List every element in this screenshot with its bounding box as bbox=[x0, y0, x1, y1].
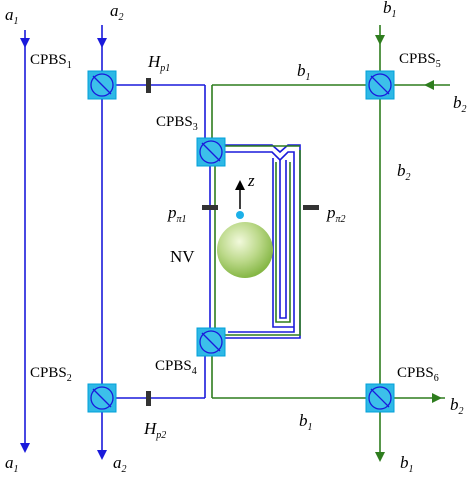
loop-middle bbox=[220, 151, 295, 333]
label-b1-upper: b1 bbox=[297, 61, 311, 83]
label-hp1: Hp1 bbox=[147, 52, 170, 74]
ppi1-plate bbox=[202, 205, 218, 210]
label-b2-mid: b2 bbox=[397, 161, 411, 183]
label-a2-bottom: a2 bbox=[113, 453, 127, 475]
label-cpbs2: CPBS2 bbox=[30, 365, 72, 384]
labels: a1 a2 a1 a2 b1 b1 b1 b1 b2 b2 b2 CPBS1 C… bbox=[5, 0, 467, 475]
cpbs2-splitter bbox=[87, 383, 117, 413]
arrows bbox=[20, 35, 442, 462]
label-nv: NV bbox=[170, 247, 195, 266]
cpbs4-splitter bbox=[196, 327, 226, 357]
label-cpbs1: CPBS1 bbox=[30, 52, 72, 71]
loop-green-bottom bbox=[222, 150, 301, 336]
loop-green-inner bbox=[275, 162, 291, 323]
label-hp2: Hp2 bbox=[143, 419, 166, 441]
arrow-b2-out bbox=[432, 393, 442, 403]
cpbs1-splitter bbox=[87, 70, 117, 100]
arrow-a2-bottom bbox=[97, 450, 107, 460]
ppi2-plate bbox=[303, 205, 319, 210]
label-b2-top-right: b2 bbox=[453, 93, 467, 115]
nv-sphere bbox=[217, 222, 273, 278]
label-cpbs3: CPBS3 bbox=[156, 114, 198, 133]
nv-center bbox=[217, 180, 273, 278]
hp2-plate bbox=[146, 391, 151, 406]
loop-inner-right bbox=[279, 160, 287, 319]
label-cpbs5: CPBS5 bbox=[399, 51, 441, 70]
loop-inner-left bbox=[272, 158, 294, 328]
cpbs6-splitter bbox=[365, 383, 395, 413]
cpbs5-splitter bbox=[365, 70, 395, 100]
splitters bbox=[87, 70, 395, 413]
arrow-a1-bottom bbox=[20, 443, 30, 453]
label-ppi1: pπ1 bbox=[167, 203, 187, 225]
arrow-b1-bottom bbox=[375, 452, 385, 462]
label-a2-top: a2 bbox=[110, 1, 124, 23]
label-b2-bottom-right: b2 bbox=[450, 395, 464, 417]
cpbs3-splitter bbox=[196, 137, 226, 167]
label-a1-top: a1 bbox=[5, 5, 19, 27]
label-cpbs6: CPBS6 bbox=[397, 365, 439, 384]
label-ppi2: pπ2 bbox=[326, 203, 346, 225]
z-axis-arrow-head bbox=[235, 180, 245, 190]
label-z-axis: z bbox=[247, 171, 255, 190]
hp1-plate bbox=[146, 78, 151, 93]
loop-outer bbox=[220, 144, 301, 339]
arrow-a1-top bbox=[20, 38, 30, 48]
wave-plates bbox=[146, 78, 319, 406]
label-b1-bottom: b1 bbox=[400, 453, 414, 475]
arrow-b1-top bbox=[375, 35, 385, 45]
label-b1-lower: b1 bbox=[299, 411, 313, 433]
arrow-b2-in bbox=[424, 80, 434, 90]
label-b1-top: b1 bbox=[383, 0, 397, 20]
arrow-a2-top bbox=[97, 38, 107, 48]
spin-dot bbox=[236, 211, 244, 219]
label-cpbs4: CPBS4 bbox=[155, 358, 197, 377]
label-a1-bottom: a1 bbox=[5, 453, 19, 475]
